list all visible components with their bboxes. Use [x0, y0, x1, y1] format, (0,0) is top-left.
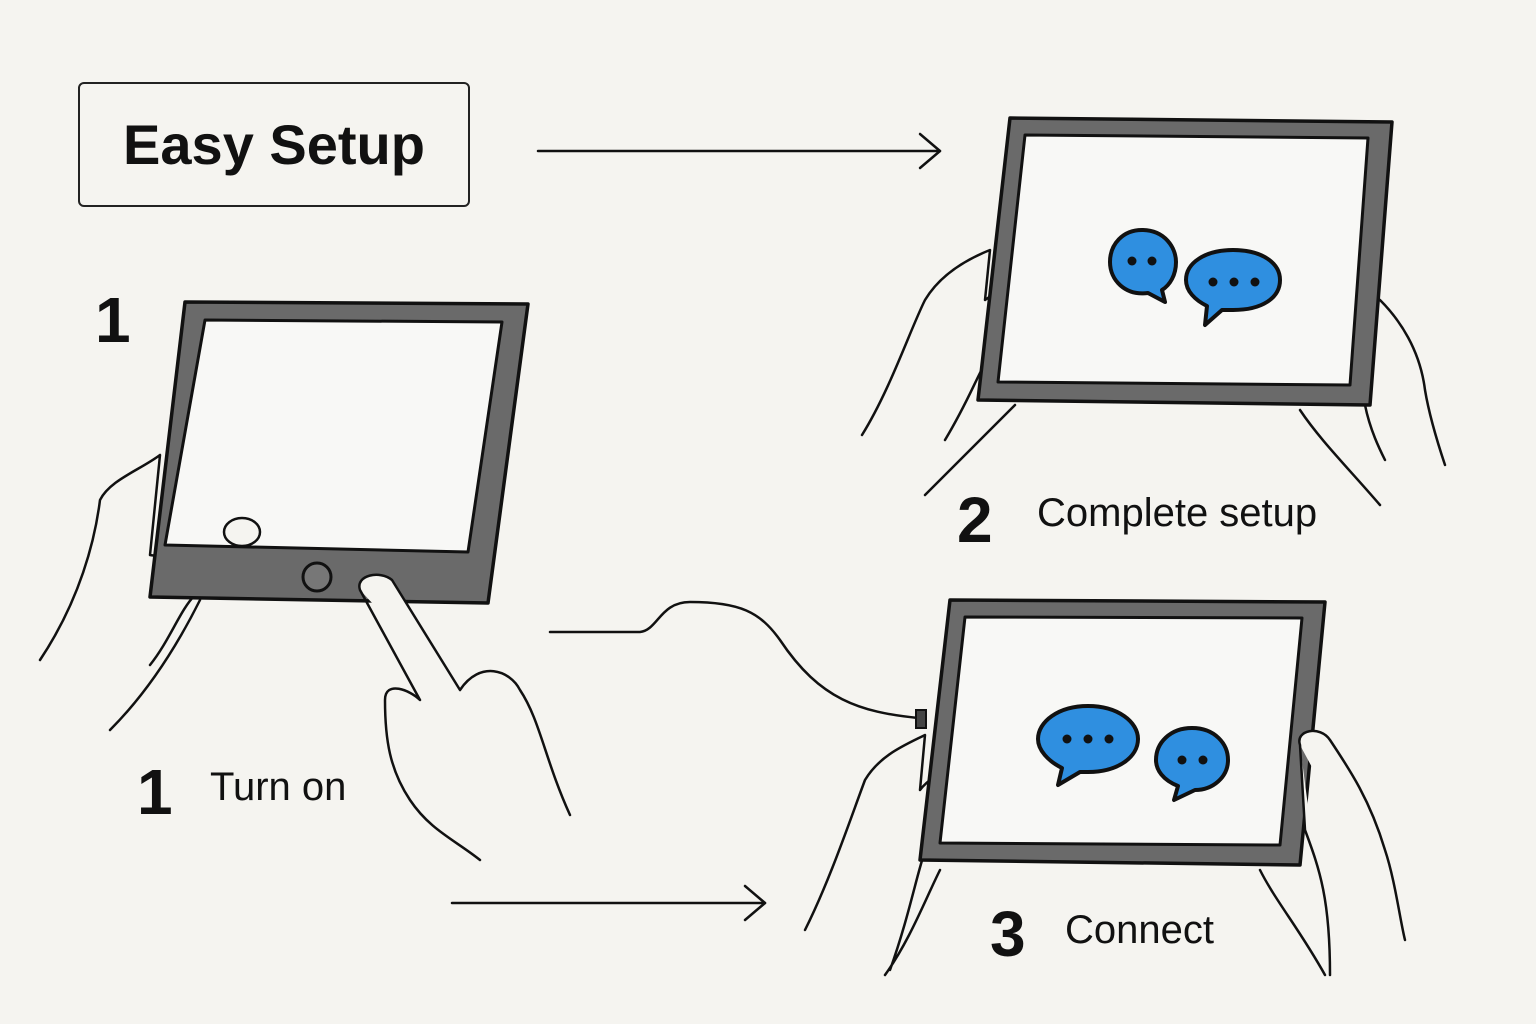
- chat-bubble-small-icon: [1108, 228, 1178, 304]
- chat-bubble-large-icon: [1184, 248, 1282, 327]
- tablet-step-1: [38, 300, 572, 862]
- chat-bubble-large-icon: [1036, 704, 1140, 787]
- right-hand: [1258, 729, 1407, 977]
- cable: [548, 600, 920, 720]
- right-hand: [1298, 298, 1447, 507]
- cable-connector: [915, 709, 927, 729]
- chat-bubble-small-icon: [1154, 726, 1230, 802]
- right-hand-finger: [358, 573, 572, 862]
- page-title: Easy Setup: [123, 113, 425, 176]
- arrow-to-step-3: [450, 884, 767, 922]
- step-2-label: Complete setup: [1037, 491, 1318, 535]
- title-box: Easy Setup: [78, 82, 470, 207]
- step-1-heading-number: 1: [95, 284, 131, 356]
- tablet-step-2: [860, 116, 1447, 507]
- step-1-label: Turn on: [210, 765, 347, 809]
- step-1-number: 1: [137, 756, 173, 828]
- step-2-number: 2: [957, 484, 993, 556]
- tablet-step-3: [803, 598, 1407, 977]
- home-button: [301, 561, 333, 593]
- step-3-number: 3: [990, 898, 1026, 970]
- step-3-label: Connect: [1065, 908, 1214, 952]
- arrow-to-step-2: [536, 132, 942, 170]
